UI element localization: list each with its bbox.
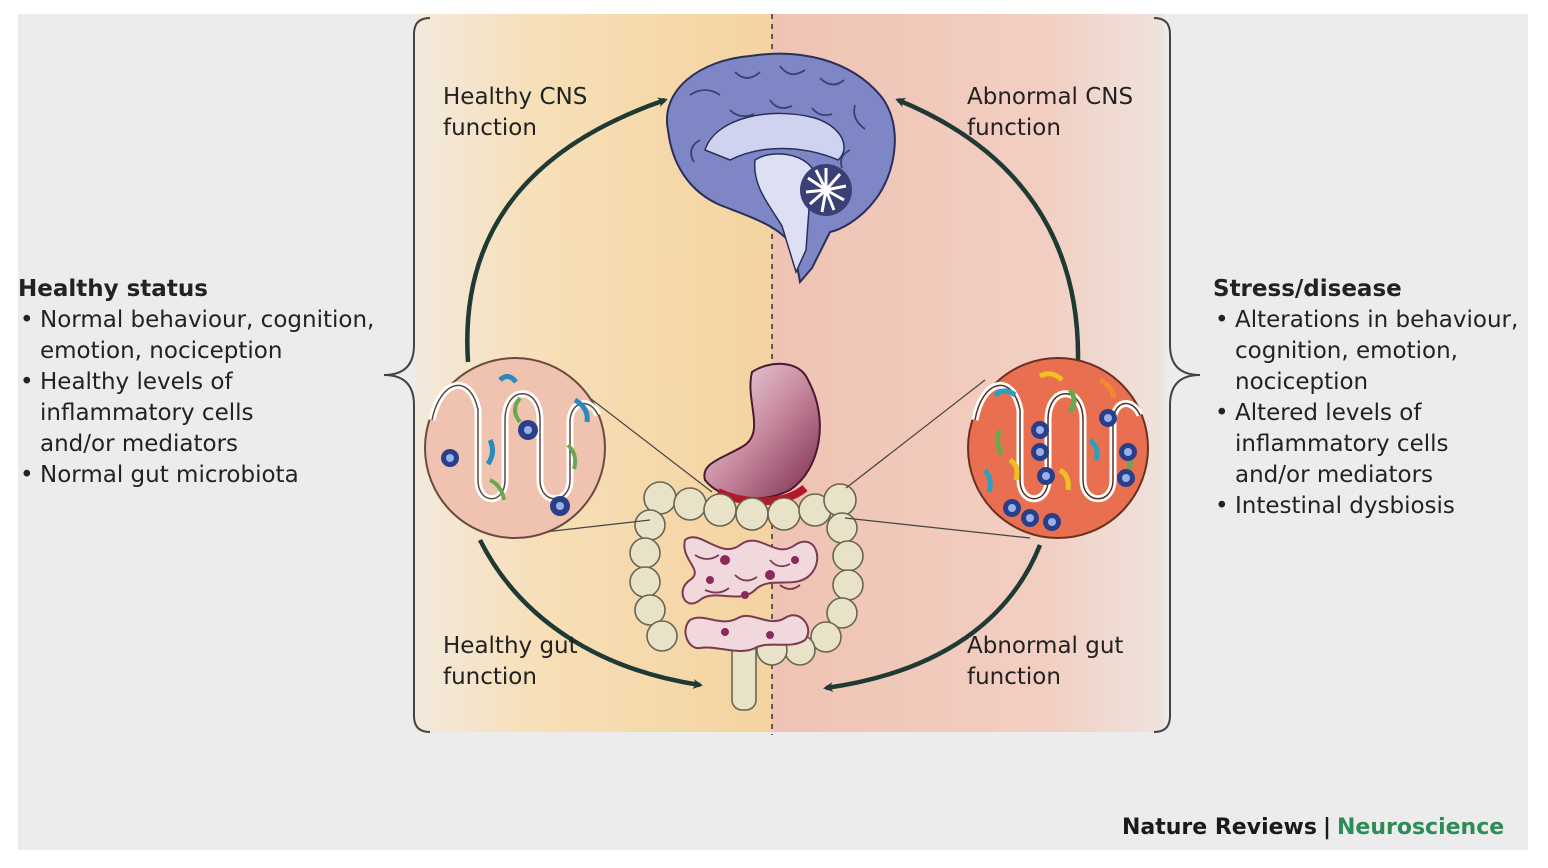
- healthy-status-panel: Healthy status Normal behaviour, cogniti…: [18, 274, 388, 491]
- arrow-abnormal-cns: [895, 97, 1081, 363]
- healthy-status-item: Normal behaviour, cognition, emotion, no…: [18, 305, 388, 367]
- stress-disease-panel: Stress/disease Alterations in behaviour,…: [1213, 274, 1531, 522]
- healthy-status-heading: Healthy status: [18, 276, 208, 302]
- journal-credit: Nature Reviews|Neuroscience: [1122, 815, 1504, 840]
- zoom-line-right-bottom: [844, 517, 1031, 539]
- arrow-healthy-gut: [477, 538, 703, 689]
- label-healthy-gut: Healthy gut function: [443, 633, 578, 690]
- left-brace: [383, 17, 431, 733]
- right-brace: [1153, 17, 1201, 733]
- healthy-gut-zoom: [424, 357, 606, 539]
- stress-disease-list: Alterations in behaviour, cognition, emo…: [1213, 305, 1531, 522]
- small-intestine-illustration: [681, 536, 819, 652]
- stress-disease-heading: Stress/disease: [1213, 276, 1402, 302]
- arrow-healthy-cns: [465, 97, 668, 363]
- stress-disease-item: Altered levels of inflammatory cells and…: [1213, 398, 1495, 491]
- dysbiosis-gut-zoom: [967, 357, 1149, 539]
- brain-illustration: [665, 52, 896, 285]
- healthy-status-item: Healthy levels of inflammatory cells and…: [18, 367, 290, 460]
- label-healthy-cns: Healthy CNS function: [443, 84, 588, 141]
- stress-disease-item: Alterations in behaviour, cognition, emo…: [1213, 305, 1535, 398]
- stress-disease-item: Intestinal dysbiosis: [1213, 491, 1531, 522]
- large-intestine-illustration: [629, 481, 864, 711]
- journal-name: Nature Reviews: [1122, 815, 1317, 840]
- healthy-status-item: Normal gut microbiota: [18, 460, 388, 491]
- journal-subject: Neuroscience: [1337, 815, 1505, 840]
- label-abnormal-cns: Abnormal CNS function: [967, 84, 1134, 141]
- credit-separator: |: [1322, 815, 1331, 840]
- arrow-abnormal-gut: [823, 544, 1043, 692]
- healthy-status-list: Normal behaviour, cognition, emotion, no…: [18, 305, 388, 491]
- zoom-line-right-top: [845, 379, 986, 489]
- label-abnormal-gut: Abnormal gut function: [967, 633, 1124, 690]
